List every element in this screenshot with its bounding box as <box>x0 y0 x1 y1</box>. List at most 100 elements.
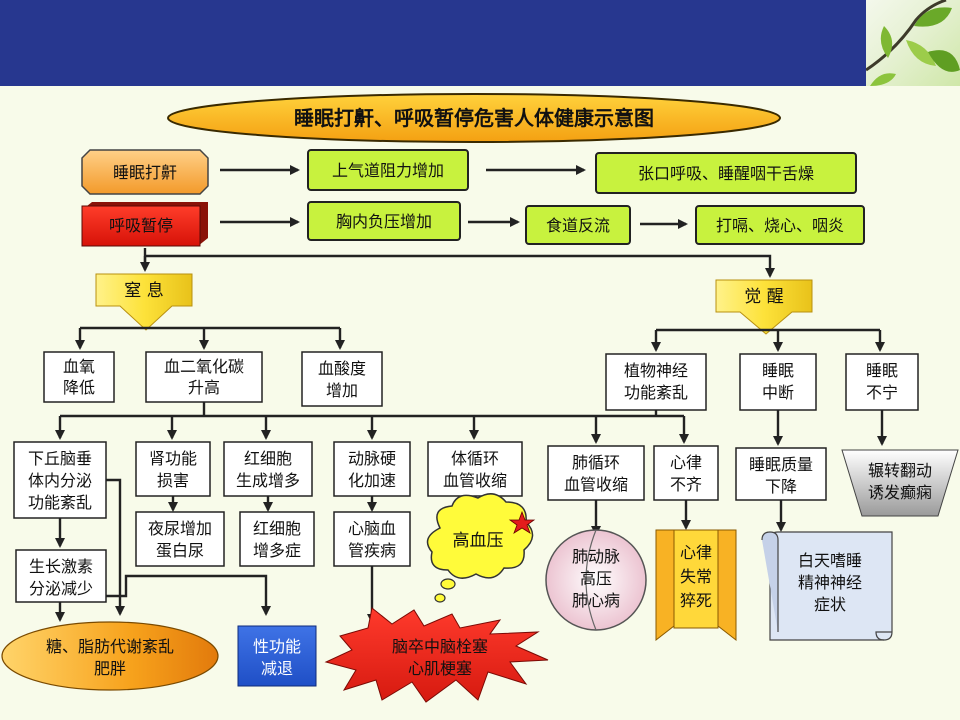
suffocation-block: 窒 息 <box>95 273 193 331</box>
artery-line2: 化加速 <box>348 471 396 490</box>
sudden-death-line3: 猝死 <box>680 591 712 610</box>
arousal-block: 觉 醒 <box>715 279 813 335</box>
artery-box: 动脉硬 化加速 <box>333 441 411 497</box>
nocturia-line1: 夜尿增加 <box>148 519 212 538</box>
nocturia-line2: 蛋白尿 <box>156 541 204 560</box>
star-icon <box>508 510 536 534</box>
chest-pressure-label: 胸内负压增加 <box>336 212 432 231</box>
leaf-branch-image <box>866 0 960 86</box>
sexual-line1: 性功能 <box>253 637 301 656</box>
connector-to-arousal <box>145 254 775 278</box>
hypertension-label: 高血压 <box>453 531 504 551</box>
pulmonary-line2: 血管收缩 <box>564 475 628 494</box>
hypothalamus-line3: 功能紊乱 <box>28 493 92 512</box>
sleep-quality-box: 睡眠质量 下降 <box>735 447 827 501</box>
artery-line1: 动脉硬 <box>348 449 396 468</box>
nocturia-box: 夜尿增加 蛋白尿 <box>135 511 225 567</box>
tossing-box: 辗转翻动 诱发癫痫 <box>841 449 959 517</box>
chest-pressure-box: 胸内负压增加 <box>307 201 461 241</box>
rbc-line2: 生成增多 <box>236 471 300 490</box>
co2-high-line2: 升高 <box>188 378 220 397</box>
hypothalamus-box: 下丘脑垂 体内分泌 功能紊乱 <box>13 441 107 519</box>
arrow-hypothalamus-metabolism <box>106 478 125 616</box>
rbc-line1: 红细胞 <box>244 449 292 468</box>
metabolism-line1: 糖、脂肪代谢紊乱 <box>46 637 174 656</box>
sexual-function-box: 性功能 减退 <box>237 625 317 687</box>
cardio-cerebral-box: 心脑血 管疾病 <box>333 511 411 567</box>
acidity-high-box: 血酸度 增加 <box>301 351 383 407</box>
mouth-breathing-box: 张口呼吸、睡醒咽干舌燥 <box>595 152 857 194</box>
header-bar <box>0 0 866 86</box>
systemic-box: 体循环 血管收缩 <box>427 441 523 497</box>
oxygen-low-line1: 血氧 <box>63 357 95 376</box>
autonomic-line1: 植物神经 <box>624 361 688 380</box>
restless-line1: 睡眠 <box>866 361 898 380</box>
pulmonary-box: 肺循环 血管收缩 <box>547 445 645 501</box>
oxygen-low-box: 血氧 降低 <box>43 351 115 403</box>
co2-high-line1: 血二氧化碳 <box>164 357 244 376</box>
stroke-line1: 脑卒中脑栓塞 <box>392 637 488 656</box>
hypertension-cloud: 高血压 <box>426 493 536 603</box>
polycythemia-line2: 增多症 <box>253 541 301 560</box>
reflux-label: 食道反流 <box>546 216 610 235</box>
title-banner: 睡眠打鼾、呼吸暂停危害人体健康示意图 <box>167 93 781 143</box>
arrhythmia-box: 心律 不齐 <box>653 445 719 501</box>
tossing-line2: 诱发癫痫 <box>868 483 932 502</box>
co2-high-box: 血二氧化碳 升高 <box>145 351 263 403</box>
pulm-htn-line3: 肺心病 <box>572 591 620 610</box>
mouth-breathing-label: 张口呼吸、睡醒咽干舌燥 <box>638 164 814 183</box>
autonomic-line2: 功能紊乱 <box>624 383 688 402</box>
leaf-photo <box>866 0 960 86</box>
restless-box: 睡眠 不宁 <box>845 353 919 411</box>
arrhythmia-line2: 不齐 <box>670 475 702 494</box>
pulm-htn-line1: 肺动脉 <box>572 547 620 566</box>
daytime-sleepiness-scroll: 白天嗜睡 精神神经 症状 <box>761 531 893 641</box>
metabolism-line2: 肥胖 <box>94 659 126 678</box>
restless-line2: 不宁 <box>866 383 898 402</box>
kidney-line2: 损害 <box>157 471 189 490</box>
apnea-box: 呼吸暂停 <box>81 202 208 247</box>
sexual-line2: 减退 <box>261 659 293 678</box>
upper-airway-label: 上气道阻力增加 <box>332 161 444 180</box>
daytime-line1: 白天嗜睡 <box>798 551 862 570</box>
hiccup-label: 打嗝、烧心、咽炎 <box>716 216 844 235</box>
acidity-line1: 血酸度 <box>318 359 366 378</box>
sleep-interrupt-box: 睡眠 中断 <box>739 353 817 411</box>
diagram-canvas: 睡眠打鼾、呼吸暂停危害人体健康示意图 睡眠打鼾 上气道阻力增加 张口呼吸、睡醒咽… <box>0 86 960 720</box>
hypothalamus-line1: 下丘脑垂 <box>28 449 92 468</box>
cardio-line2: 管疾病 <box>348 541 396 560</box>
suffocation-label: 窒 息 <box>124 281 163 301</box>
sudden-death-line2: 失常 <box>680 567 712 586</box>
metabolism-ellipse: 糖、脂肪代谢紊乱 肥胖 <box>1 621 219 691</box>
hypothalamus-line2: 体内分泌 <box>28 471 92 490</box>
sudden-death-line1: 心律 <box>680 543 712 562</box>
sleep-quality-line2: 下降 <box>765 477 797 496</box>
oxygen-low-line2: 降低 <box>63 378 95 397</box>
apnea-label: 呼吸暂停 <box>109 216 173 235</box>
pulm-htn-line2: 高压 <box>580 569 612 588</box>
tossing-line1: 辗转翻动 <box>868 461 932 480</box>
sudden-death-box: 心律 失常 猝死 <box>655 529 737 642</box>
systemic-line1: 体循环 <box>451 449 499 468</box>
growth-line2: 分泌减少 <box>29 579 93 598</box>
pulmonary-hypertension-sphere: 肺动脉 高压 肺心病 <box>545 529 647 631</box>
snoring-box: 睡眠打鼾 <box>81 149 209 195</box>
diagram-title: 睡眠打鼾、呼吸暂停危害人体健康示意图 <box>294 106 654 130</box>
stroke-burst: 脑卒中脑栓塞 心肌梗塞 <box>324 607 549 703</box>
arousal-label: 觉 醒 <box>744 287 783 307</box>
daytime-line3: 症状 <box>814 595 846 614</box>
kidney-line1: 肾功能 <box>149 449 197 468</box>
hiccup-box: 打嗝、烧心、咽炎 <box>695 205 865 245</box>
reflux-box: 食道反流 <box>525 205 631 245</box>
growth-line1: 生长激素 <box>29 557 93 576</box>
kidney-box: 肾功能 损害 <box>135 441 211 497</box>
autonomic-box: 植物神经 功能紊乱 <box>605 353 707 411</box>
systemic-line2: 血管收缩 <box>443 471 507 490</box>
sleep-quality-line1: 睡眠质量 <box>749 455 813 474</box>
arrow-to-sexual <box>106 574 271 616</box>
interrupt-line2: 中断 <box>762 383 794 402</box>
cardio-line1: 心脑血 <box>348 519 396 538</box>
daytime-line2: 精神神经 <box>798 573 862 592</box>
pulmonary-line1: 肺循环 <box>572 453 620 472</box>
polycythemia-line1: 红细胞 <box>253 519 301 538</box>
